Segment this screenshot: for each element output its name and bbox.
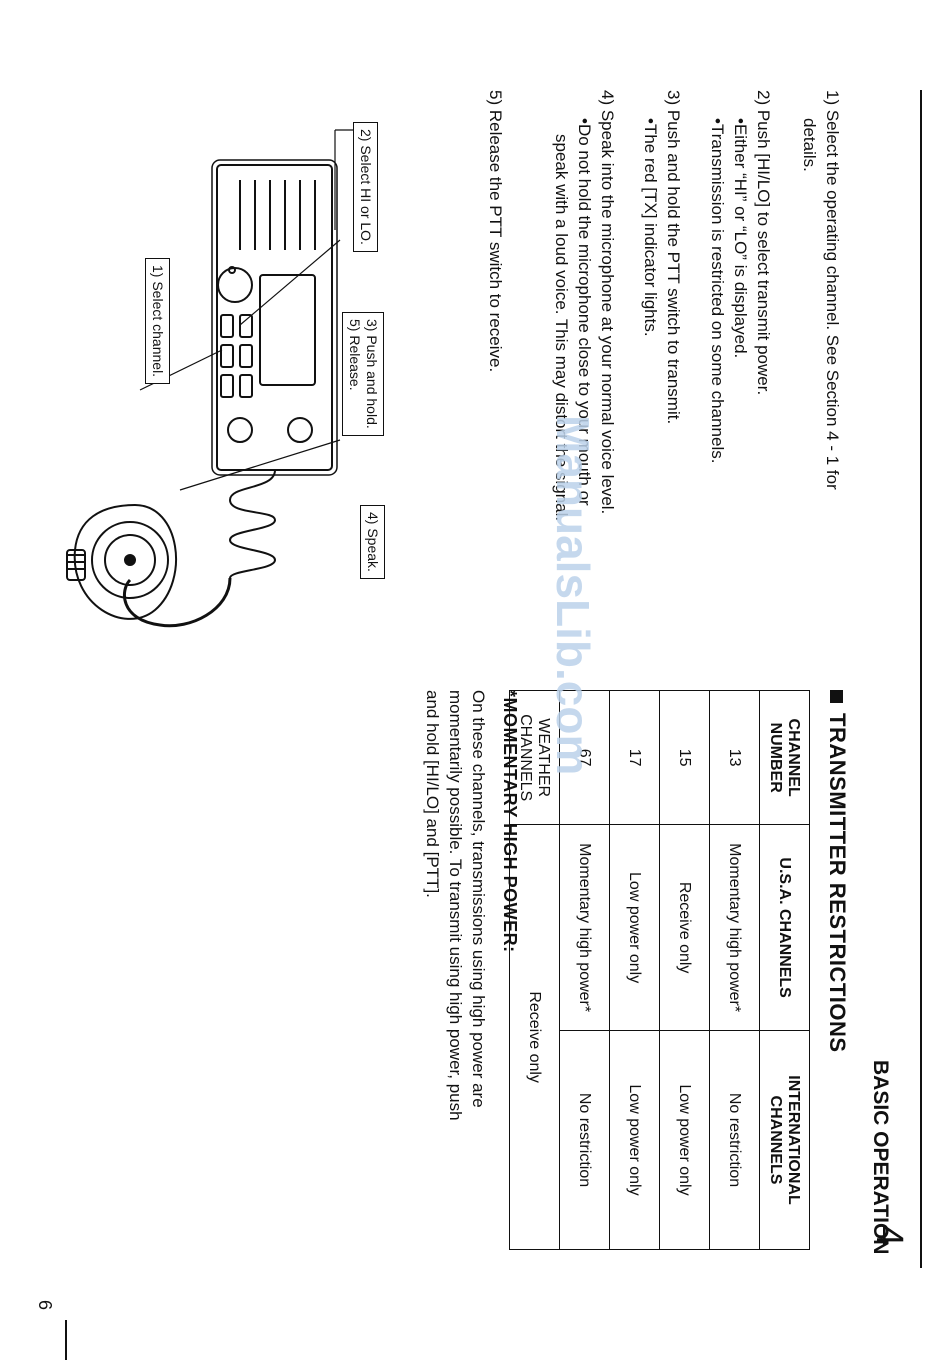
callout-speak: 4) Speak. (360, 505, 385, 579)
table-row: 15 Receive only Low power only (659, 690, 710, 1250)
callout-select-channel: 1) Select channel. (145, 258, 170, 385)
radio-illustration (66, 129, 360, 628)
table-row: 17 Low power only Low power only (609, 690, 660, 1250)
restrictions-title-text: TRANSMITTER RESTRICTIONS (825, 713, 850, 1053)
display (259, 274, 316, 386)
cell-intl: No restriction (559, 1030, 610, 1250)
cell-intl: Low power only (609, 1030, 660, 1250)
callout-select-hi-lo: 2) Select HI or LO. (353, 122, 378, 252)
cell-ch: 17 (609, 690, 660, 825)
momentary-title: *MOMENTARY HIGH POWER: (500, 690, 520, 953)
page-number: 6 (35, 1300, 55, 1311)
table-row: 13 Momentary high power* No restriction (709, 690, 760, 1250)
callout-push-hold-release: 3) Push and hold. 5) Release. (342, 312, 384, 436)
speaker-grille (239, 180, 316, 250)
step-2-bullet-2: •Transmission is restricted on some chan… (708, 118, 727, 464)
radio-unit (211, 159, 338, 476)
cell-intl: Low power only (659, 1030, 710, 1250)
cell-usa: Momentary high power* (559, 824, 610, 1031)
step-5: 5) Release the PTT switch to receive. (486, 90, 505, 373)
step-2-bullet-1: •Either “HI” or “LO” is displayed. (731, 118, 750, 359)
step-3-bullet-1: •The red [TX] indicator lights. (641, 118, 660, 337)
watermark: ManualsLib.com (547, 415, 599, 776)
step-1: 1) Select the operating channel. See Sec… (823, 90, 842, 490)
restrictions-title: TRANSMITTER RESTRICTIONS (824, 690, 850, 1053)
chapter-number: 4 (868, 1225, 910, 1247)
coiled-cord (228, 469, 277, 579)
top-rule (920, 90, 922, 1268)
cell-intl: No restriction (709, 1030, 760, 1250)
header-channel-number: CHANNEL NUMBER (759, 690, 810, 825)
cell-usa: Momentary high power* (709, 824, 760, 1031)
cell-usa: Receive only (659, 824, 710, 1031)
step-3: 3) Push and hold the PTT switch to trans… (664, 90, 683, 425)
channel-knob (217, 267, 253, 303)
step-1-cont: details. (800, 118, 819, 172)
header-usa-channels: U.S.A. CHANNELS (759, 824, 810, 1031)
square-bullet-icon (830, 690, 843, 703)
momentary-line-2: momentarily possible. To transmit using … (446, 690, 465, 1121)
momentary-line-3: and hold [HI/LO] and [PTT]. (423, 690, 442, 898)
header-intl-channels: INTERNATIONAL CHANNELS (759, 1030, 810, 1250)
table-header-row: CHANNEL NUMBER U.S.A. CHANNELS INTERNATI… (759, 690, 810, 1250)
callout-release: 5) Release. (347, 319, 363, 391)
page-number-rule (65, 1320, 67, 1360)
cell-ch: 15 (659, 690, 710, 825)
step-2: 2) Push [HI/LO] to select transmit power… (754, 90, 773, 396)
momentary-line-1: On these channels, transmissions using h… (469, 690, 488, 1108)
cell-ch: 13 (709, 690, 760, 825)
microphone (66, 503, 177, 620)
cell-usa: Low power only (609, 824, 660, 1031)
callout-push-hold: 3) Push and hold. (364, 319, 380, 429)
